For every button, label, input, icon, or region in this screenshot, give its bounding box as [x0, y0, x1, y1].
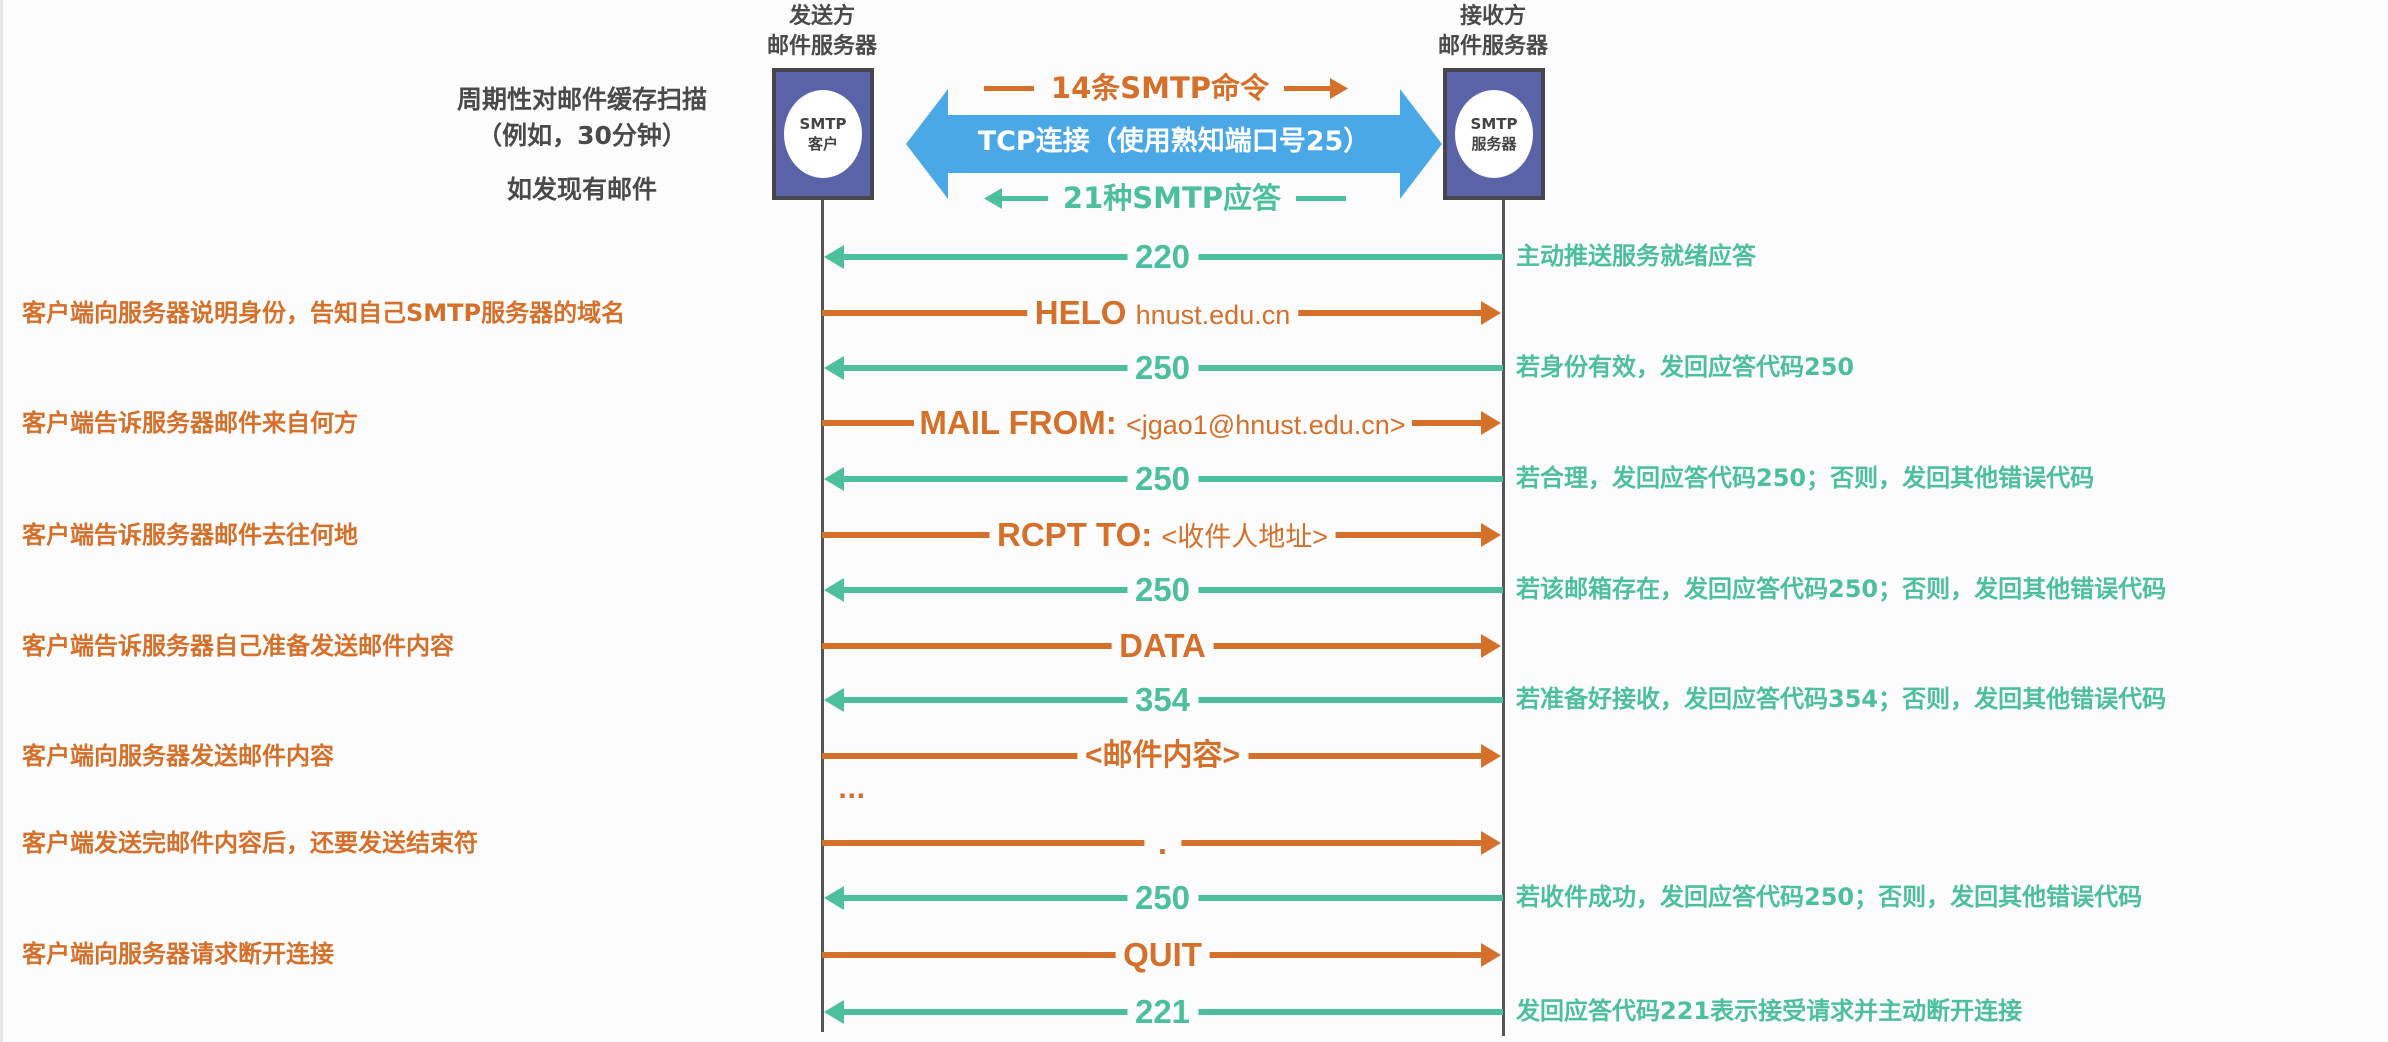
command-description: 客户端向服务器说明身份，告知自己SMTP服务器的域名 — [22, 299, 626, 327]
command-description: 客户端向服务器发送邮件内容 — [22, 742, 334, 770]
command-name: RCPT TO: — [997, 516, 1153, 553]
tcp-connection-label: TCP连接（使用熟知端口号25） — [977, 126, 1371, 157]
command-description: 客户端向服务器请求断开连接 — [22, 940, 334, 968]
page-frame-edge — [0, 0, 3, 1042]
reply-description: 若准备好接收，发回应答代码354；否则，发回其他错误代码 — [1516, 685, 2167, 713]
receiver-server-box: SMTP 服务器 — [1443, 68, 1545, 200]
sender-server-box: SMTP 客户 — [772, 68, 874, 200]
message-reply-250-rcpt-to: 250 — [822, 570, 1503, 610]
reply-description: 若合理，发回应答代码250；否则，发回其他错误代码 — [1516, 464, 2095, 492]
receiver-title-line1: 接收方 — [1459, 4, 1526, 29]
sender-title: 发送方 邮件服务器 — [742, 2, 902, 62]
reply-description: 发回应答代码221表示接受请求并主动断开连接 — [1516, 997, 2023, 1025]
command-label: DATA — [1111, 626, 1214, 666]
reply-description: 若该邮箱存在，发回应答代码250；否则，发回其他错误代码 — [1516, 575, 2167, 603]
message-command-data: DATA — [822, 626, 1503, 666]
message-command-helo: HELO hnust.edu.cn — [822, 293, 1503, 333]
smtp-server-label-line1: SMTP — [1470, 115, 1518, 133]
reply-code: 220 — [1126, 237, 1199, 277]
command-name: HELO — [1034, 294, 1127, 331]
reply-code: 250 — [1126, 570, 1199, 610]
commands-summary-label: 14条SMTP命令 — [1042, 70, 1278, 106]
sender-title-line1: 发送方 — [788, 4, 855, 29]
message-reply-220: 220 — [822, 237, 1503, 277]
command-description: 客户端告诉服务器自己准备发送邮件内容 — [22, 632, 454, 660]
replies-summary-label: 21种SMTP应答 — [1052, 180, 1292, 216]
message-reply-250-helo: 250 — [822, 348, 1503, 388]
reply-description: 若收件成功，发回应答代码250；否则，发回其他错误代码 — [1516, 883, 2143, 911]
sender-title-line2: 邮件服务器 — [766, 34, 877, 59]
command-label: . — [1143, 823, 1182, 863]
smtp-server-label-line2: 服务器 — [1471, 135, 1517, 153]
message-command-mail-from: MAIL FROM: <jgao1@hnust.edu.cn> — [822, 403, 1503, 443]
message-reply-250-data: 250 — [822, 878, 1503, 918]
scan-note-line1: 周期性对邮件缓存扫描 — [456, 85, 707, 114]
command-description: 客户端告诉服务器邮件去往何地 — [22, 521, 358, 549]
command-label: <邮件内容> — [1076, 736, 1249, 776]
reply-code: 221 — [1126, 992, 1199, 1032]
message-command-rcpt-to: RCPT TO: <收件人地址> — [822, 515, 1503, 555]
receiver-title-line2: 邮件服务器 — [1437, 34, 1548, 59]
replies-summary-arrow — [984, 188, 1346, 209]
tcp-connection-arrow — [906, 89, 1442, 199]
scan-note-line3: 如发现有邮件 — [506, 175, 657, 204]
message-command-quit: QUIT — [822, 935, 1503, 975]
command-label: QUIT — [1115, 935, 1210, 975]
reply-description: 若身份有效，发回应答代码250 — [1516, 353, 1855, 381]
smtp-client-circle: SMTP 客户 — [784, 90, 862, 178]
command-label: HELO hnust.edu.cn — [1026, 293, 1299, 333]
receiver-lifeline — [1502, 200, 1505, 1036]
ellipsis: ... — [838, 776, 866, 804]
reply-code: 250 — [1126, 348, 1199, 388]
message-command-mail-content: <邮件内容> — [822, 736, 1503, 776]
scan-note: 周期性对邮件缓存扫描 （例如，30分钟） 如发现有邮件 — [402, 82, 762, 208]
command-description: 客户端发送完邮件内容后，还要发送结束符 — [22, 829, 478, 857]
message-reply-250-mail-from: 250 — [822, 459, 1503, 499]
message-reply-354: 354 — [822, 680, 1503, 720]
command-argument: <jgao1@hnust.edu.cn> — [1125, 410, 1406, 440]
reply-code: 354 — [1126, 680, 1199, 720]
reply-code: 250 — [1126, 878, 1199, 918]
command-argument: hnust.edu.cn — [1135, 300, 1291, 330]
receiver-title: 接收方 邮件服务器 — [1413, 2, 1573, 62]
message-command-end-marker: . — [822, 823, 1503, 863]
scan-note-line2: （例如，30分钟） — [477, 121, 687, 150]
commands-summary-arrow — [984, 78, 1348, 99]
reply-description: 主动推送服务就绪应答 — [1516, 242, 1756, 270]
sender-lifeline — [821, 200, 824, 1032]
command-label: RCPT TO: <收件人地址> — [989, 515, 1336, 555]
message-reply-221: 221 — [822, 992, 1503, 1032]
smtp-client-label-line1: SMTP — [799, 115, 847, 133]
command-description: 客户端告诉服务器邮件来自何方 — [22, 409, 358, 437]
command-label: MAIL FROM: <jgao1@hnust.edu.cn> — [913, 403, 1412, 443]
command-name: MAIL FROM: — [919, 404, 1117, 441]
reply-code: 250 — [1126, 459, 1199, 499]
command-argument: <收件人地址> — [1161, 522, 1328, 552]
smtp-server-circle: SMTP 服务器 — [1455, 90, 1533, 178]
smtp-client-label-line2: 客户 — [807, 135, 838, 153]
